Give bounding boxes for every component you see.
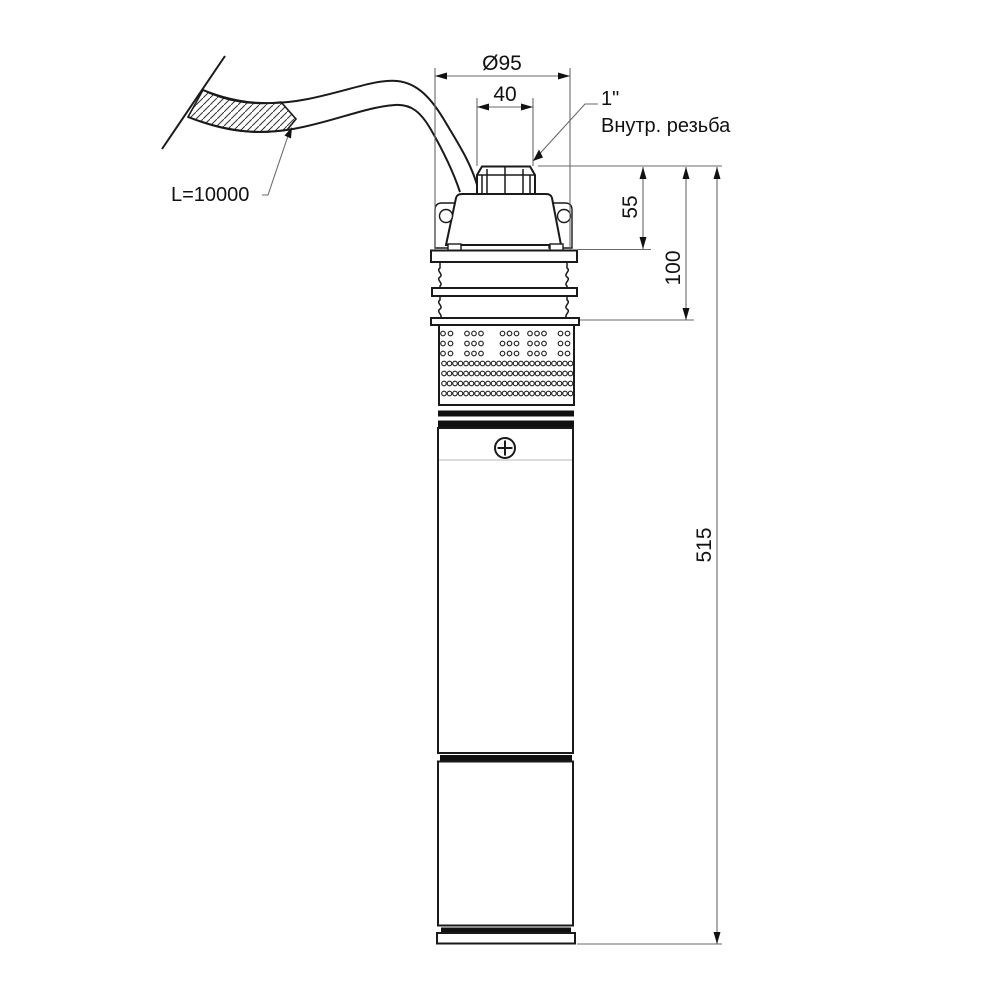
cable-length-label: L=10000	[171, 184, 249, 206]
thread-note-label: Внутр. резьба	[601, 115, 731, 137]
upper-flange	[430, 249, 578, 263]
strainer-holes	[440, 330, 574, 397]
dim-55-label: 55	[619, 195, 642, 218]
neck-section	[431, 262, 578, 319]
strainer-flange	[430, 317, 580, 326]
thread-callout: 1" Внутр. резьба	[533, 88, 731, 161]
bottom-band	[441, 927, 571, 933]
pump-body	[430, 165, 580, 945]
neck-collar	[431, 287, 578, 297]
clamp-band-2	[438, 420, 574, 428]
screw-symbol	[494, 437, 516, 459]
dim-outlet-label: 40	[493, 83, 516, 106]
left-ear-hole	[438, 208, 454, 224]
dimension-annotations: Ø95 40 55 100 515	[171, 52, 731, 945]
dim-515: 515	[577, 167, 722, 945]
motor-shell	[437, 760, 574, 927]
clamp-band-1	[438, 410, 574, 417]
dim-100-label: 100	[662, 250, 685, 285]
dim-100: 100	[580, 167, 694, 321]
dim-515-label: 515	[693, 527, 716, 562]
cable-upper-edge	[202, 79, 479, 189]
right-ear-hole	[556, 208, 572, 224]
pump-head	[444, 193, 563, 246]
coupling-band	[440, 755, 572, 762]
base-cap	[436, 932, 576, 945]
dim-diameter-95: Ø95	[434, 52, 571, 250]
dim-outlet-40: 40	[476, 83, 534, 166]
pump-shell	[437, 427, 574, 754]
cable-hatched-section	[186, 88, 298, 134]
cable-lower-edge	[187, 103, 461, 193]
dim-55: 55	[578, 167, 651, 251]
thread-size-label: 1"	[601, 88, 619, 110]
dim-diameter-label: Ø95	[482, 52, 522, 75]
power-cable	[161, 55, 479, 193]
outlet-fitting	[476, 165, 536, 195]
cable-length-callout: L=10000	[171, 127, 292, 206]
cable-break-line	[161, 55, 226, 150]
